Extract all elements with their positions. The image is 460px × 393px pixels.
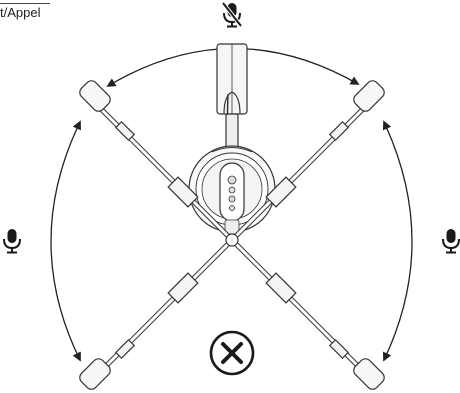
microphone-muted-icon xyxy=(223,3,241,27)
microphone-icon xyxy=(4,229,20,253)
ear-cup xyxy=(189,146,275,234)
boom-arm-bottom-right xyxy=(232,240,387,392)
rotation-arc-right xyxy=(384,122,412,360)
microphone-icon xyxy=(443,229,459,253)
boom-arm-bottom-left xyxy=(77,240,232,392)
boom-pivot xyxy=(226,234,238,246)
close-circle-icon xyxy=(211,332,253,374)
rotation-arc-left xyxy=(51,122,80,360)
